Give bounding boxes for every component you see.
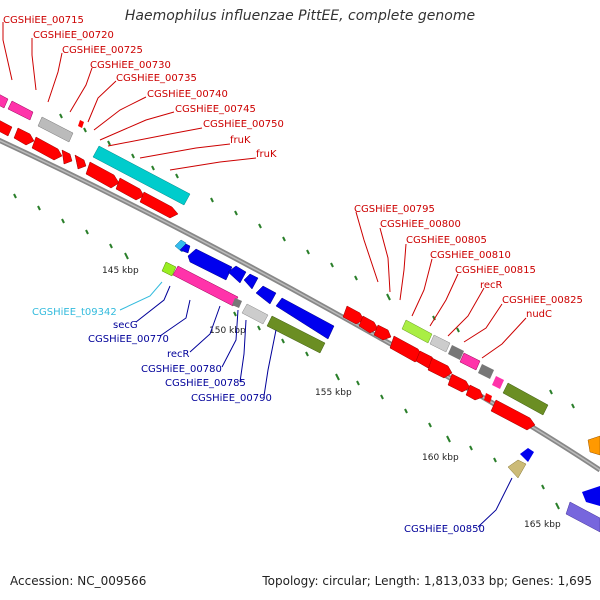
gene-label-00740: CGSHiEE_00740 — [147, 89, 228, 100]
gene-arrow-00850[interactable] — [507, 459, 527, 479]
gene-label-00725: CGSHiEE_00725 — [62, 45, 143, 56]
gene-arrow-grey-r-3[interactable] — [478, 364, 494, 379]
map-title: Haemophilus influenzae PittEE, complete … — [124, 8, 476, 24]
gene-arrow-grey-r-2[interactable] — [448, 345, 464, 360]
gene-label-00850: CGSHiEE_00850 — [404, 524, 485, 535]
gene-label-00735: CGSHiEE_00735 — [116, 73, 197, 84]
gene-arrow-red-long-r[interactable] — [490, 399, 536, 431]
gene-label-00795: CGSHiEE_00795 — [354, 204, 435, 215]
gene-arrow-00735[interactable] — [13, 127, 35, 146]
gene-label-secG: secG — [113, 320, 138, 331]
bottom-leader-line — [477, 477, 513, 528]
gene-label-00715: CGSHiEE_00715 — [3, 15, 84, 26]
gene-arrow-rna-green[interactable] — [161, 261, 177, 277]
top-leader-lines — [2, 22, 257, 171]
gene-arrow-00750[interactable] — [74, 154, 87, 170]
gene-label-t09342: CGSHiEE_t09342 — [32, 307, 117, 318]
gene-arrow-00795[interactable] — [342, 305, 365, 325]
gene-arrow-blue-b-2[interactable] — [582, 486, 600, 506]
gene-arrow-recR-r[interactable] — [427, 357, 453, 379]
gene-arrow-olive-mid[interactable] — [266, 315, 326, 354]
gene-label-00810: CGSHiEE_00810 — [430, 250, 511, 261]
gene-arrow-00780[interactable] — [243, 273, 259, 290]
gene-cluster-bottom — [507, 435, 600, 533]
gene-label-00745: CGSHiEE_00745 — [175, 104, 256, 115]
gene-arrow-fruK-1[interactable] — [92, 145, 191, 206]
gene-arrow-00825[interactable] — [447, 373, 471, 393]
gene-label-00720: CGSHiEE_00720 — [33, 30, 114, 41]
gene-label-00730: CGSHiEE_00730 — [90, 60, 171, 71]
gene-arrow-grey-mid-2[interactable] — [241, 303, 269, 325]
gene-arrow-magenta-mid[interactable] — [172, 265, 239, 307]
gene-label-00805: CGSHiEE_00805 — [406, 235, 487, 246]
gene-arrow-00805[interactable] — [373, 324, 392, 341]
gene-arrow-red-small-r[interactable] — [484, 393, 492, 403]
gene-arrow-fruK-4[interactable] — [139, 191, 179, 219]
gene-arrow-00725[interactable] — [37, 116, 74, 143]
gene-label-recR-right: recR — [480, 280, 503, 291]
gene-label-00770: CGSHiEE_00770 — [88, 334, 169, 345]
gene-label-00790: CGSHiEE_00790 — [191, 393, 272, 404]
gene-label-00815: CGSHiEE_00815 — [455, 265, 536, 276]
kbp-label-145: 145 kbp — [102, 266, 139, 276]
gene-arrow-magenta-r-2[interactable] — [492, 376, 504, 389]
gene-arrow-nudC[interactable] — [465, 384, 484, 401]
gene-label-fruK-2: fruK — [256, 149, 277, 160]
gene-label-00785: CGSHiEE_00785 — [165, 378, 246, 389]
gene-arrow-grey-mid-1[interactable] — [232, 298, 242, 308]
gene-arrow-magenta-r[interactable] — [459, 352, 481, 371]
gene-arrow-00745[interactable] — [61, 149, 73, 165]
gene-label-recR-left: recR — [167, 349, 190, 360]
gene-arrow-secG[interactable] — [179, 243, 191, 254]
gene-cluster-top — [0, 92, 191, 219]
right-leader-lines — [355, 211, 527, 359]
gene-arrow-lime-r[interactable] — [401, 319, 433, 344]
gene-arrow-small-1[interactable] — [78, 120, 84, 128]
gene-arrow-00785[interactable] — [255, 285, 277, 305]
gene-arrow-00715[interactable] — [0, 92, 9, 109]
gene-arrow-00720[interactable] — [7, 100, 34, 121]
gene-cluster-right — [342, 305, 549, 431]
gene-label-00750: CGSHiEE_00750 — [203, 119, 284, 130]
gene-label-00825: CGSHiEE_00825 — [502, 295, 583, 306]
gene-arrow-00800[interactable] — [358, 315, 379, 334]
kbp-label-155: 155 kbp — [315, 388, 352, 398]
left-leader-lines — [119, 281, 277, 397]
gene-label-nudC: nudC — [526, 309, 552, 320]
gene-arrow-purple-b[interactable] — [565, 501, 600, 533]
gene-cluster-middle — [161, 239, 335, 354]
gene-label-00780: CGSHiEE_00780 — [141, 364, 222, 375]
gene-label-fruK-1: fruK — [230, 135, 251, 146]
gene-arrow-recR-l[interactable] — [227, 265, 247, 284]
accession-text: Accession: NC_009566 — [10, 574, 147, 588]
topology-text: Topology: circular; Length: 1,813,033 bp… — [262, 574, 592, 588]
gene-arrow-orange-b[interactable] — [587, 435, 600, 456]
gene-label-00800: CGSHiEE_00800 — [380, 219, 461, 230]
kbp-label-150: 150 kbp — [209, 326, 246, 336]
gene-arrow-00770[interactable] — [187, 248, 233, 281]
gene-arrow-blue-b[interactable] — [520, 448, 534, 462]
gene-arrow-fruK-3[interactable] — [115, 177, 145, 201]
gene-arrow-grey-r-1[interactable] — [429, 334, 451, 353]
gene-arrow-fruK-2[interactable] — [85, 161, 120, 189]
gene-arrow-00730[interactable] — [0, 118, 13, 137]
gene-arrow-00790[interactable] — [275, 297, 335, 340]
gene-arrow-olive-r[interactable] — [502, 382, 549, 416]
tick-marks — [13, 113, 575, 510]
kbp-label-165: 165 kbp — [524, 520, 561, 530]
gene-arrow-00740[interactable] — [31, 136, 63, 161]
kbp-label-160: 160 kbp — [422, 453, 459, 463]
